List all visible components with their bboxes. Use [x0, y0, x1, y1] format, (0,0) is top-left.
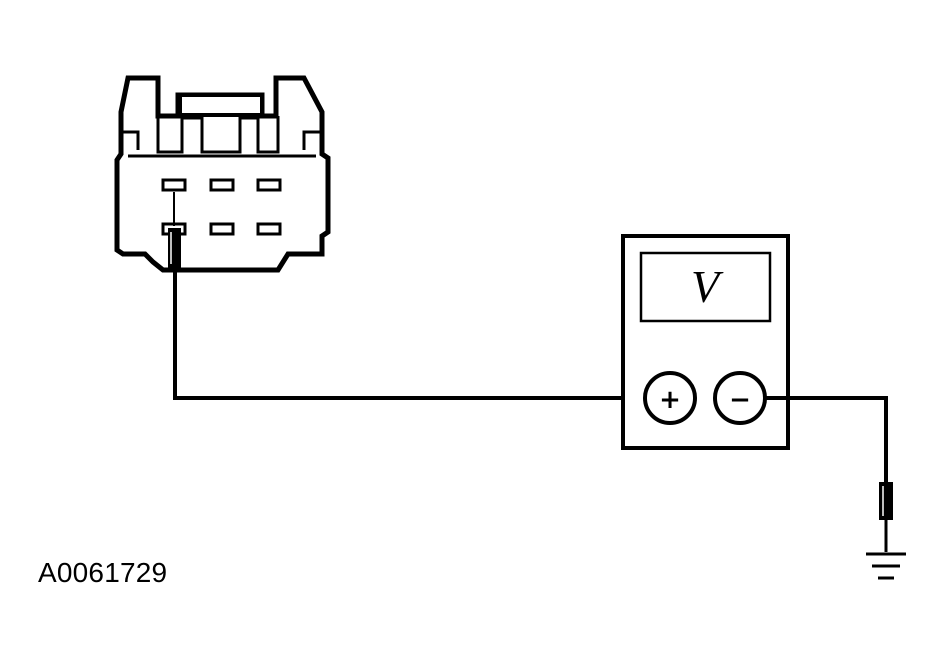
connector-right-notch [302, 130, 322, 150]
meter-display [639, 251, 772, 323]
pin-cavity-5 [209, 222, 235, 236]
ground-icon [866, 552, 906, 580]
connector-icon [114, 75, 331, 273]
voltmeter-icon: V + − [621, 234, 790, 450]
negative-symbol: − [729, 385, 751, 415]
connector-latch-channel [156, 116, 280, 154]
positive-test-lead [173, 268, 644, 400]
connector-lock-tab [178, 93, 264, 117]
meter-display-symbol: V [691, 261, 724, 312]
positive-symbol: + [659, 385, 681, 415]
connector-left-notch [121, 130, 140, 150]
pin-cavity-6 [256, 222, 282, 236]
figure-id-label: A0061729 [38, 557, 168, 588]
pin-cavity-2 [209, 178, 235, 192]
negative-test-lead [765, 396, 888, 482]
ground-probe-icon [879, 482, 893, 552]
test-probe-icon [168, 192, 181, 268]
pin-cavity-1 [161, 178, 187, 192]
pin-cavity-3 [256, 178, 282, 192]
positive-terminal [643, 371, 697, 425]
